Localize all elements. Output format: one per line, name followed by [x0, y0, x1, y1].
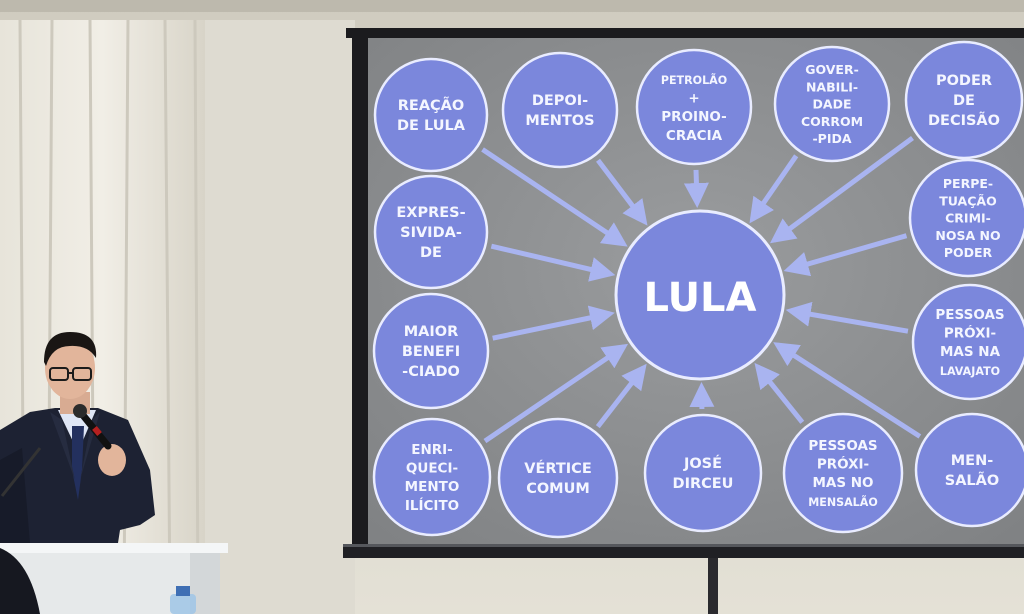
node-circle [782, 412, 904, 534]
node-petrolao: PETROLÃO + PROINO- CRACIA [635, 48, 753, 166]
node-circle [372, 292, 490, 410]
wall-panel [205, 20, 355, 614]
microphone-stand [0, 447, 42, 497]
node-circle [501, 51, 619, 169]
arrow-depoimentos [596, 158, 648, 226]
node-label-line: PESSOAS [935, 307, 1004, 323]
arrow-perpetuacao [783, 233, 908, 277]
node-label-line: PODER [936, 73, 992, 89]
node-govern: GOVER- NABILI- DADE CORROM -PIDA [773, 45, 891, 163]
arrow-mensalao_p [754, 362, 805, 424]
arrow-maior [492, 305, 615, 341]
speaker [0, 332, 155, 543]
arrow-expressiv [490, 243, 616, 282]
arrow-govern [749, 154, 799, 224]
node-label-line: DADE [813, 97, 852, 112]
node-label-line: SALÃO [945, 472, 999, 489]
node-circle [372, 417, 492, 537]
node-label-line: GOVER- [805, 62, 859, 77]
node-circle [635, 48, 753, 166]
node-circle [643, 413, 763, 533]
arrow-mensalao [773, 342, 922, 439]
node-label-line: NOSA NO [935, 228, 1000, 243]
node-mensalao: MEN- SALÃO [914, 412, 1024, 528]
arrow-poder [769, 136, 915, 244]
node-label-line: VÉRTICE [524, 460, 591, 477]
node-label-line: DECISÃO [928, 112, 1000, 129]
node-label-line: NABILI- [806, 79, 858, 94]
node-label-line: PRÓXI- [944, 324, 996, 342]
node-label-line: DIRCEU [673, 476, 734, 492]
node-vertice: VÉRTICE COMUM [497, 417, 619, 539]
water-bottle-icon [170, 586, 196, 614]
node-label-line: -PIDA [812, 131, 851, 146]
node-circle [911, 283, 1024, 401]
node-label-line: PRÓXI- [817, 455, 869, 473]
node-label-line: MENSALÃO [808, 496, 878, 509]
node-circle [773, 45, 891, 163]
node-depoimentos: DEPOI- MENTOS [501, 51, 619, 169]
center-label: LULA [644, 275, 757, 321]
node-label-line: MENTO [405, 479, 460, 495]
node-label-line: ILÍCITO [405, 497, 459, 514]
node-label-line: CORROM [801, 114, 863, 129]
node-circle [497, 417, 619, 539]
node-label-line: PESSOAS [808, 438, 877, 454]
diagram-arrows [481, 136, 922, 444]
node-poder: PODER DE DECISÃO [904, 40, 1024, 160]
arrow-lavajato [785, 301, 909, 334]
node-label-line: PROINO- [661, 109, 726, 125]
node-label-line: ENRI- [411, 442, 453, 458]
node-circle [904, 40, 1024, 160]
node-label-line: DEPOI- [532, 93, 588, 109]
node-circle [373, 57, 489, 173]
arrow-petrolao [683, 169, 709, 209]
node-label-line: DE [420, 245, 442, 261]
node-label-line: + [688, 91, 699, 107]
node-label-line: CRIMI- [945, 211, 991, 226]
node-label-line: SIVIDA- [400, 225, 462, 241]
node-label-line: PETROLÃO [661, 74, 727, 87]
node-perpetuacao: PERPE- TUAÇÃO CRIMI- NOSA NO PODER [908, 158, 1024, 278]
node-circle [914, 412, 1024, 528]
node-label-line: -CIADO [402, 364, 460, 380]
node-label-line: COMUM [526, 481, 590, 497]
arrow-enriq [483, 343, 629, 444]
node-label-line: MEN- [951, 453, 994, 469]
node-label-line: JOSÉ [683, 455, 722, 472]
arrow-vertice [595, 363, 647, 429]
node-circle [908, 158, 1024, 278]
node-dirceu: JOSÉ DIRCEU [643, 413, 763, 533]
arrow-reacao [481, 147, 628, 247]
node-circle [373, 174, 489, 290]
node-label-line: MENTOS [525, 113, 594, 129]
node-label-line: LAVAJATO [940, 365, 1000, 378]
node-label-line: MAS NA [940, 344, 1001, 360]
node-label-line: DE LULA [397, 118, 466, 134]
node-label-line: BENEFI [402, 344, 460, 360]
audience-shadow [0, 548, 40, 614]
node-label-line: MAS NO [812, 475, 873, 491]
node-label-line: MAIOR [404, 324, 459, 340]
screen-stand [708, 558, 718, 614]
center-node: LULA [614, 209, 786, 381]
node-label-line: REAÇÃO [398, 97, 464, 114]
ceiling-strip [0, 0, 1024, 12]
node-label-line: PODER [944, 245, 993, 260]
node-label-line: EXPRES- [396, 205, 465, 221]
node-label-line: TUAÇÃO [939, 193, 996, 208]
node-label-line: PERPE- [943, 176, 993, 191]
node-enriq: ENRI- QUECI- MENTO ILÍCITO [372, 417, 492, 537]
node-reacao: REAÇÃO DE LULA [373, 57, 489, 173]
node-maior: MAIOR BENEFI -CIADO [372, 292, 490, 410]
node-expressiv: EXPRES- SIVIDA- DE [373, 174, 489, 290]
node-label-line: QUECI- [406, 461, 458, 477]
node-label-line: CRACIA [666, 128, 723, 144]
diagram-nodes: REAÇÃO DE LULA DEPOI- MENTOS PETROLÃO + PROINO… [372, 40, 1024, 539]
microphone-icon [73, 404, 112, 450]
node-label-line: DE [953, 93, 975, 109]
